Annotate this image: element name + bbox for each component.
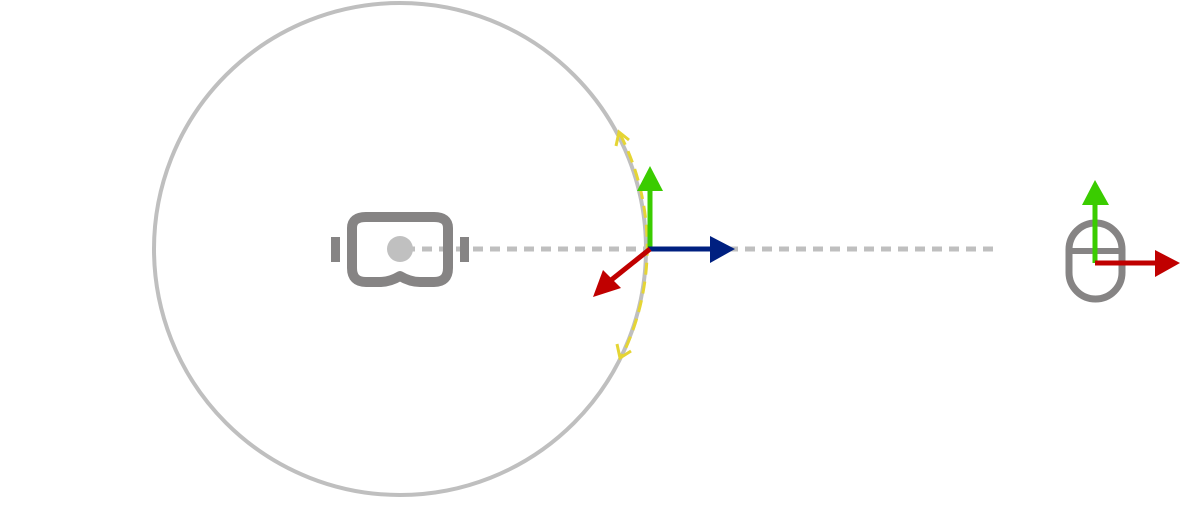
- headset-center-dot: [387, 236, 413, 262]
- y-axis-arrowhead: [637, 166, 663, 191]
- mouse-x-axis-arrowhead: [1155, 250, 1180, 277]
- x-axis-arrow: [608, 247, 652, 283]
- vr-headset-icon: [331, 212, 469, 287]
- headset-axes: [593, 166, 735, 297]
- mouse-y-axis-arrowhead: [1082, 180, 1109, 205]
- arc-arrowhead-bottom: [615, 343, 632, 361]
- mouse-axes: [1082, 180, 1180, 277]
- x-axis-arrowhead: [593, 270, 621, 297]
- arc-arrowhead-top: [614, 129, 630, 147]
- rotation-arc: [614, 129, 649, 361]
- z-axis-arrowhead: [710, 236, 735, 263]
